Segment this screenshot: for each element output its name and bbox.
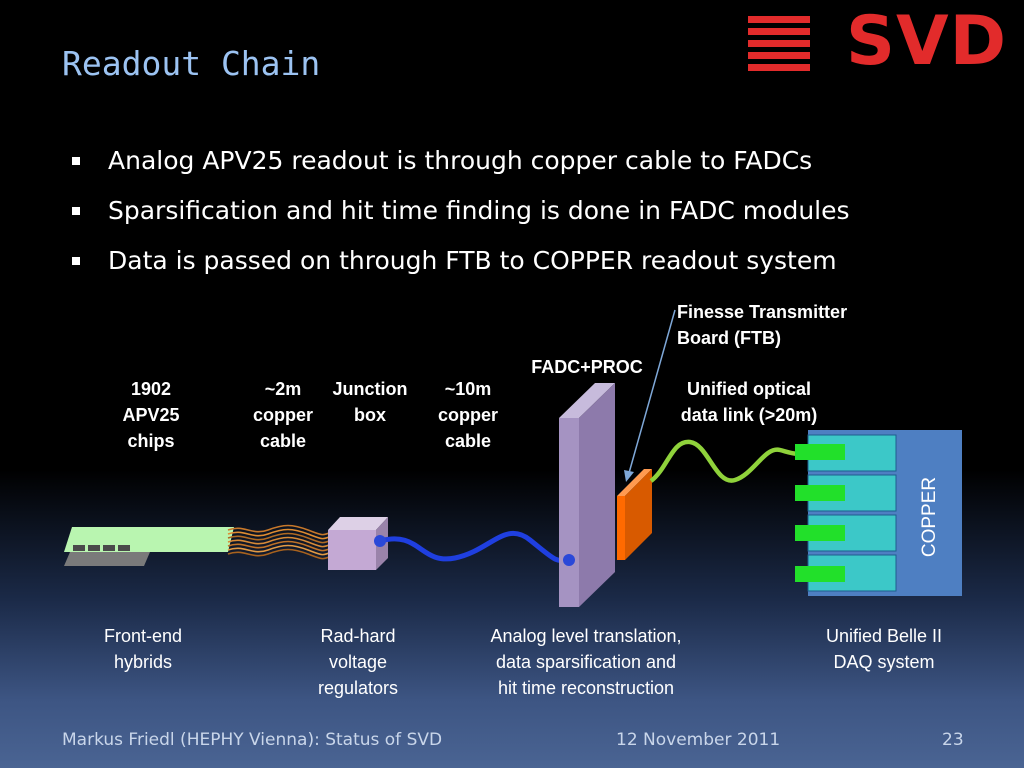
ftb-board	[617, 469, 652, 560]
label-fadc-proc: FADC+PROC	[531, 357, 643, 377]
footer-date: 12 November 2011	[616, 730, 781, 750]
bullet-marker-icon	[72, 157, 80, 165]
copper-board	[795, 430, 962, 596]
label-junction-box: Junction box	[332, 379, 408, 425]
slide-title: Readout Chain	[62, 44, 321, 83]
copper-cable-10m	[379, 530, 570, 564]
label-voltage-regulators: Rad-hard voltage regulators	[317, 626, 399, 698]
svd-logo-text: SVD	[846, 2, 1008, 81]
label-copper-cable-2m: ~2m copper cable	[252, 379, 313, 451]
junction-box	[328, 517, 388, 570]
bullet-list: Analog APV25 readout is through copper c…	[70, 136, 850, 286]
footer-author: Markus Friedl (HEPHY Vienna): Status of …	[62, 730, 443, 750]
label-daq-system: Unified Belle II DAQ system	[825, 626, 943, 672]
copper-label: COPPER	[919, 476, 940, 558]
label-fadc-function: Analog level translation, data sparsific…	[490, 626, 682, 698]
label-front-end-hybrids: Front-end hybrids	[103, 626, 183, 672]
label-apv-chips: 1902 APV25 chips	[122, 379, 180, 451]
label-copper-cable-10m: ~10m copper cable	[437, 379, 498, 451]
bullet-item: Analog APV25 readout is through copper c…	[70, 136, 850, 186]
bullet-item: Sparsification and hit time finding is d…	[70, 186, 850, 236]
label-optical-link: Unified optical data link (>20m)	[680, 379, 818, 425]
ftb-pointer-arrow	[624, 309, 676, 482]
bullet-item: Data is passed on through FTB to COPPER …	[70, 236, 850, 286]
optical-fiber	[649, 439, 806, 483]
cable-connector-left	[374, 535, 386, 547]
label-ftb: Finesse Transmitter Board (FTB)	[677, 302, 848, 348]
bullet-marker-icon	[72, 257, 80, 265]
fadc-crate	[559, 383, 615, 607]
front-end-hybrid	[64, 527, 234, 566]
footer-page-number: 23	[942, 730, 964, 750]
copper-cable-2m	[227, 524, 335, 560]
bullet-marker-icon	[72, 207, 80, 215]
